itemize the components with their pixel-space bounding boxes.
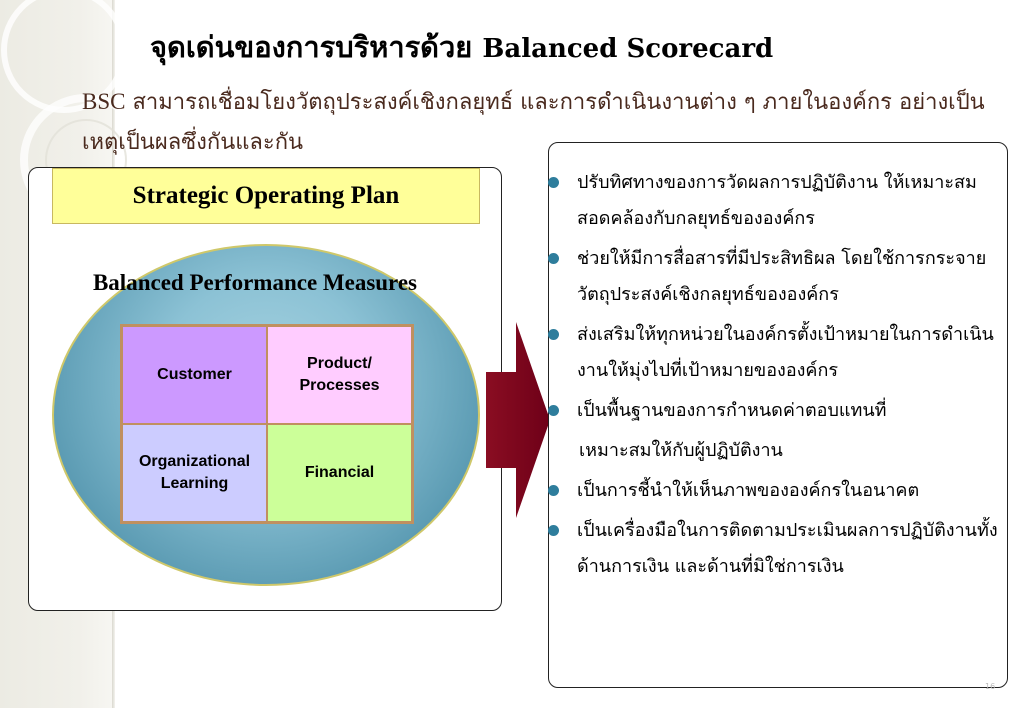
benefit-item: ช่วยให้มีการสื่อสารที่มีประสิทธิผล โดยใช… [548,241,1018,313]
intro-paragraph: BSC สามารถเชื่อมโยงวัตถุประสงค์เชิงกลยุท… [82,82,1002,163]
benefit-text: เป็นการชี้นำให้เห็นภาพขององค์กรในอนาคต [577,480,920,501]
intro-abbr: BSC [82,89,126,114]
benefit-item: ปรับทิศทางของการวัดผลการปฏิบัติงาน ให้เห… [548,165,1018,237]
quadrant-product-processes: Product/ Processes [268,327,411,423]
bullet-dot-icon [548,177,559,188]
benefits-list: ปรับทิศทางของการวัดผลการปฏิบัติงาน ให้เห… [548,165,1018,589]
bullet-dot-icon [548,525,559,536]
title-thai: จุดเด่นของการบริหารด้วย [150,30,473,64]
strategic-plan-label: Strategic Operating Plan [52,168,480,224]
intro-text: สามารถเชื่อมโยงวัตถุประสงค์เชิงกลยุทธ์ แ… [82,90,985,155]
arrow-right-icon [486,322,550,518]
benefits-frame [548,142,1008,688]
bullet-dot-icon [548,329,559,340]
quadrant-customer: Customer [123,327,266,423]
quadrant-organizational-learning: Organizational Learning [123,425,266,521]
bullet-dot-icon [548,485,559,496]
quadrant-financial: Financial [268,425,411,521]
benefit-text: เป็นพื้นฐานของการกำหนดค่าตอบแทนที่ [577,400,887,421]
benefit-item: เป็นพื้นฐานของการกำหนดค่าตอบแทนที่ [548,393,1018,429]
scorecard-grid: Customer Product/ Processes Organization… [120,324,414,524]
benefit-text: เหมาะสมให้กับผู้ปฏิบัติงาน [579,440,783,461]
benefit-text: ช่วยให้มีการสื่อสารที่มีประสิทธิผล โดยใช… [577,248,987,305]
measures-label: Balanced Performance Measures [92,270,418,295]
benefit-item-continuation: เหมาะสมให้กับผู้ปฏิบัติงาน [548,433,1018,469]
benefit-text: ปรับทิศทางของการวัดผลการปฏิบัติงาน ให้เห… [577,172,977,229]
benefit-item: เป็นการชี้นำให้เห็นภาพขององค์กรในอนาคต [548,473,1018,509]
slide-number: 16 [985,682,996,691]
title-english: Balanced Scorecard [482,34,774,64]
benefit-text: ส่งเสริมให้ทุกหน่วยในองค์กรตั้งเป้าหมายใ… [577,324,994,381]
benefit-item: เป็นเครื่องมือในการติดตามประเมินผลการปฏิ… [548,513,1018,585]
bullet-dot-icon [548,253,559,264]
benefit-item: ส่งเสริมให้ทุกหน่วยในองค์กรตั้งเป้าหมายใ… [548,317,1018,389]
bullet-dot-icon [548,405,559,416]
slide-title: จุดเด่นของการบริหารด้วย Balanced Scoreca… [150,24,773,70]
benefit-text: เป็นเครื่องมือในการติดตามประเมินผลการปฏิ… [577,520,998,577]
